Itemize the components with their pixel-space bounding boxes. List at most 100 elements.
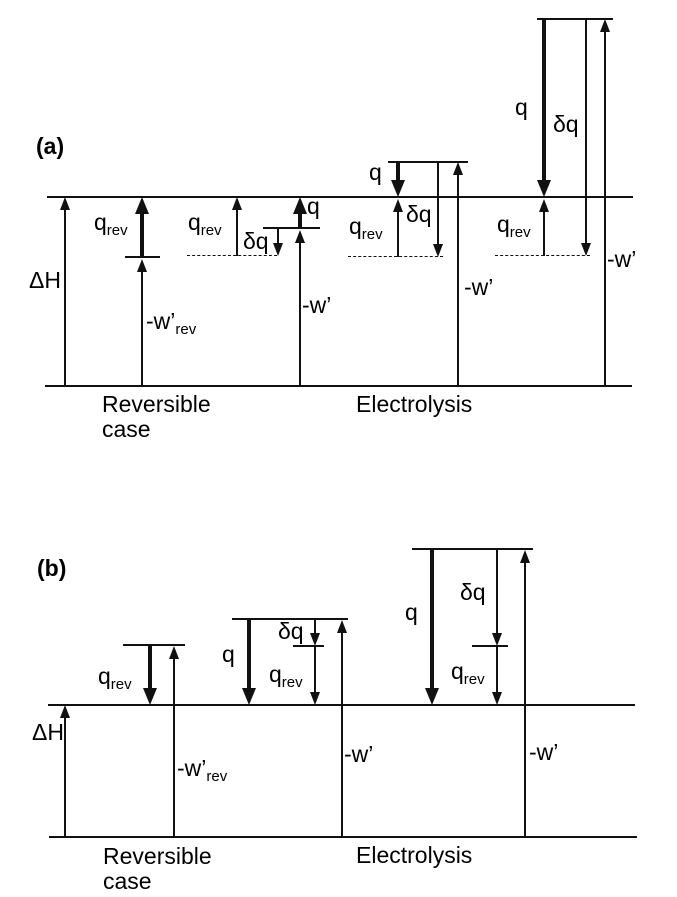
wrev-label-reversible-subscript: rev xyxy=(175,321,197,338)
dq-label-electrolysis1-text: δq xyxy=(243,228,269,254)
electrolysis1-intermediate-tick xyxy=(293,645,324,647)
w-arrow-electrolysis2-shaft xyxy=(524,560,526,837)
w-arrow-electrolysis1 xyxy=(295,230,305,386)
dq-arrow-electrolysis1 xyxy=(273,228,283,256)
dq-arrow-electrolysis3-head xyxy=(581,243,591,256)
qrev-arrow-reversible xyxy=(143,645,158,705)
caption-reversible-line2: case xyxy=(102,416,151,442)
wrev-label-reversible-subscript: rev xyxy=(206,768,228,785)
qrev-arrow-electrolysis2-shaft xyxy=(496,647,498,695)
caption-electrolysis: Electrolysis xyxy=(356,391,472,417)
w-arrow-electrolysis1-head xyxy=(295,230,305,243)
delta-h-arrow-shaft xyxy=(64,715,66,837)
dq-arrow-electrolysis2 xyxy=(492,549,502,646)
qrev-label-electrolysis1: qrev xyxy=(188,209,222,239)
w-label-electrolysis1-text: -w’ xyxy=(344,741,374,767)
qrev-label-electrolysis2-text: q xyxy=(349,213,362,239)
caption-electrolysis-text: Electrolysis xyxy=(356,391,473,417)
qrev-arrow-electrolysis1-shaft xyxy=(314,647,316,695)
q-label-electrolysis1: q xyxy=(307,193,320,219)
qrev-label-electrolysis2: qrev xyxy=(451,658,485,688)
dq-label-electrolysis1-text: δq xyxy=(278,618,304,644)
dq-arrow-electrolysis2-shaft xyxy=(496,549,498,636)
qrev-label-electrolysis2-text: q xyxy=(451,658,464,684)
qrev-label-electrolysis1-text: q xyxy=(269,661,282,687)
delta-h-arrow xyxy=(60,197,70,386)
qrev-arrow-electrolysis1 xyxy=(310,647,320,705)
dq-arrow-electrolysis3-shaft xyxy=(585,19,587,246)
wrev-arrow-reversible-shaft xyxy=(173,656,175,837)
dq-label-electrolysis2-text: δq xyxy=(406,201,432,227)
delta-h-label-text: ΔH xyxy=(29,267,61,293)
qrev-arrow-electrolysis3-shaft xyxy=(543,209,545,256)
wrev-arrow-reversible-head xyxy=(169,646,179,659)
electrolysis1-intermediate-tick xyxy=(263,227,320,229)
w-arrow-electrolysis2-shaft xyxy=(457,172,459,386)
dq-arrow-electrolysis2-head xyxy=(433,244,443,257)
w-arrow-electrolysis2 xyxy=(453,162,463,386)
q-arrow-electrolysis1-head xyxy=(242,688,256,705)
electrolysis2-intermediate-tick xyxy=(472,645,508,647)
qrev-arrow-electrolysis2 xyxy=(393,199,403,257)
q-label-electrolysis3-text: q xyxy=(515,94,528,120)
w-arrow-electrolysis3-head xyxy=(600,19,610,32)
qrev-label-electrolysis3: qrev xyxy=(497,211,531,241)
delta-h-arrow xyxy=(60,705,70,837)
dq-label-electrolysis2: δq xyxy=(460,579,486,605)
caption-reversible-line1-text: Reversible xyxy=(102,391,211,417)
q-label-electrolysis2-text: q xyxy=(369,159,382,185)
caption-reversible-line2-text: case xyxy=(102,416,151,442)
q-arrow-electrolysis1-head xyxy=(293,197,307,214)
w-arrow-electrolysis2-head xyxy=(453,162,463,175)
electrolysis1-top-bar xyxy=(232,618,348,620)
w-arrow-electrolysis3 xyxy=(600,19,610,386)
dq-label-electrolysis1: δq xyxy=(243,228,269,254)
dq-arrow-electrolysis1 xyxy=(310,619,320,646)
q-arrow-electrolysis3-head xyxy=(537,180,551,197)
qrev-label-reversible-text: q xyxy=(98,663,111,689)
q-arrow-electrolysis2 xyxy=(425,549,440,705)
electrolysis3-top-bar xyxy=(537,18,613,20)
dq-arrow-electrolysis2 xyxy=(433,162,443,257)
delta-h-label-text: ΔH xyxy=(32,719,64,745)
q-label-electrolysis1: q xyxy=(222,641,235,667)
caption-electrolysis-text: Electrolysis xyxy=(356,842,473,868)
w-arrow-electrolysis1-shaft xyxy=(341,630,343,837)
dq-arrow-electrolysis2-shaft xyxy=(437,162,439,247)
w-label-electrolysis1-text: -w’ xyxy=(302,292,332,318)
wrev-arrow-reversible xyxy=(137,259,147,386)
q-label-electrolysis1-text: q xyxy=(222,641,235,667)
q-label-electrolysis1-text: q xyxy=(307,193,320,219)
dq-arrow-electrolysis2-head xyxy=(492,633,502,646)
baseline xyxy=(49,836,637,838)
q-arrow-electrolysis2-shaft xyxy=(430,549,434,691)
qrev-arrow-electrolysis1-head xyxy=(232,197,242,210)
qrev-label-reversible-subscript: rev xyxy=(106,222,128,239)
q-label-electrolysis3: q xyxy=(515,94,528,120)
q-label-electrolysis2-text: q xyxy=(405,599,418,625)
qrev-label-reversible: qrev xyxy=(94,209,128,239)
qrev-arrow-reversible-shaft xyxy=(140,211,144,257)
w-arrow-electrolysis2 xyxy=(520,550,530,837)
qrev-label-reversible-subscript: rev xyxy=(110,676,132,693)
dq-arrow-electrolysis1-head xyxy=(273,243,283,256)
qrev-label-electrolysis1-subscript: rev xyxy=(200,222,222,239)
delta-h-arrow-head xyxy=(60,197,70,210)
qrev-arrow-electrolysis3 xyxy=(539,199,549,256)
delta-h-arrow-head xyxy=(60,705,70,718)
q-arrow-electrolysis2 xyxy=(391,162,406,197)
q-arrow-electrolysis3 xyxy=(537,19,552,197)
qrev-label-electrolysis2-subscript: rev xyxy=(361,226,383,243)
qrev-arrow-electrolysis1-shaft xyxy=(236,207,238,256)
q-label-electrolysis2: q xyxy=(369,159,382,185)
w-label-electrolysis3-text: -w’ xyxy=(607,246,637,272)
caption-reversible-line1: Reversible xyxy=(103,843,212,869)
w-label-electrolysis2-text: -w’ xyxy=(464,274,494,300)
dq-label-electrolysis2-text: δq xyxy=(460,579,486,605)
qrev-label-electrolysis3-text: q xyxy=(497,211,510,237)
qrev-arrow-electrolysis3-head xyxy=(539,199,549,212)
dq-arrow-electrolysis3 xyxy=(581,19,591,256)
panel-a-tag: (a) xyxy=(36,133,64,159)
qrev-label-reversible: qrev xyxy=(98,663,132,693)
